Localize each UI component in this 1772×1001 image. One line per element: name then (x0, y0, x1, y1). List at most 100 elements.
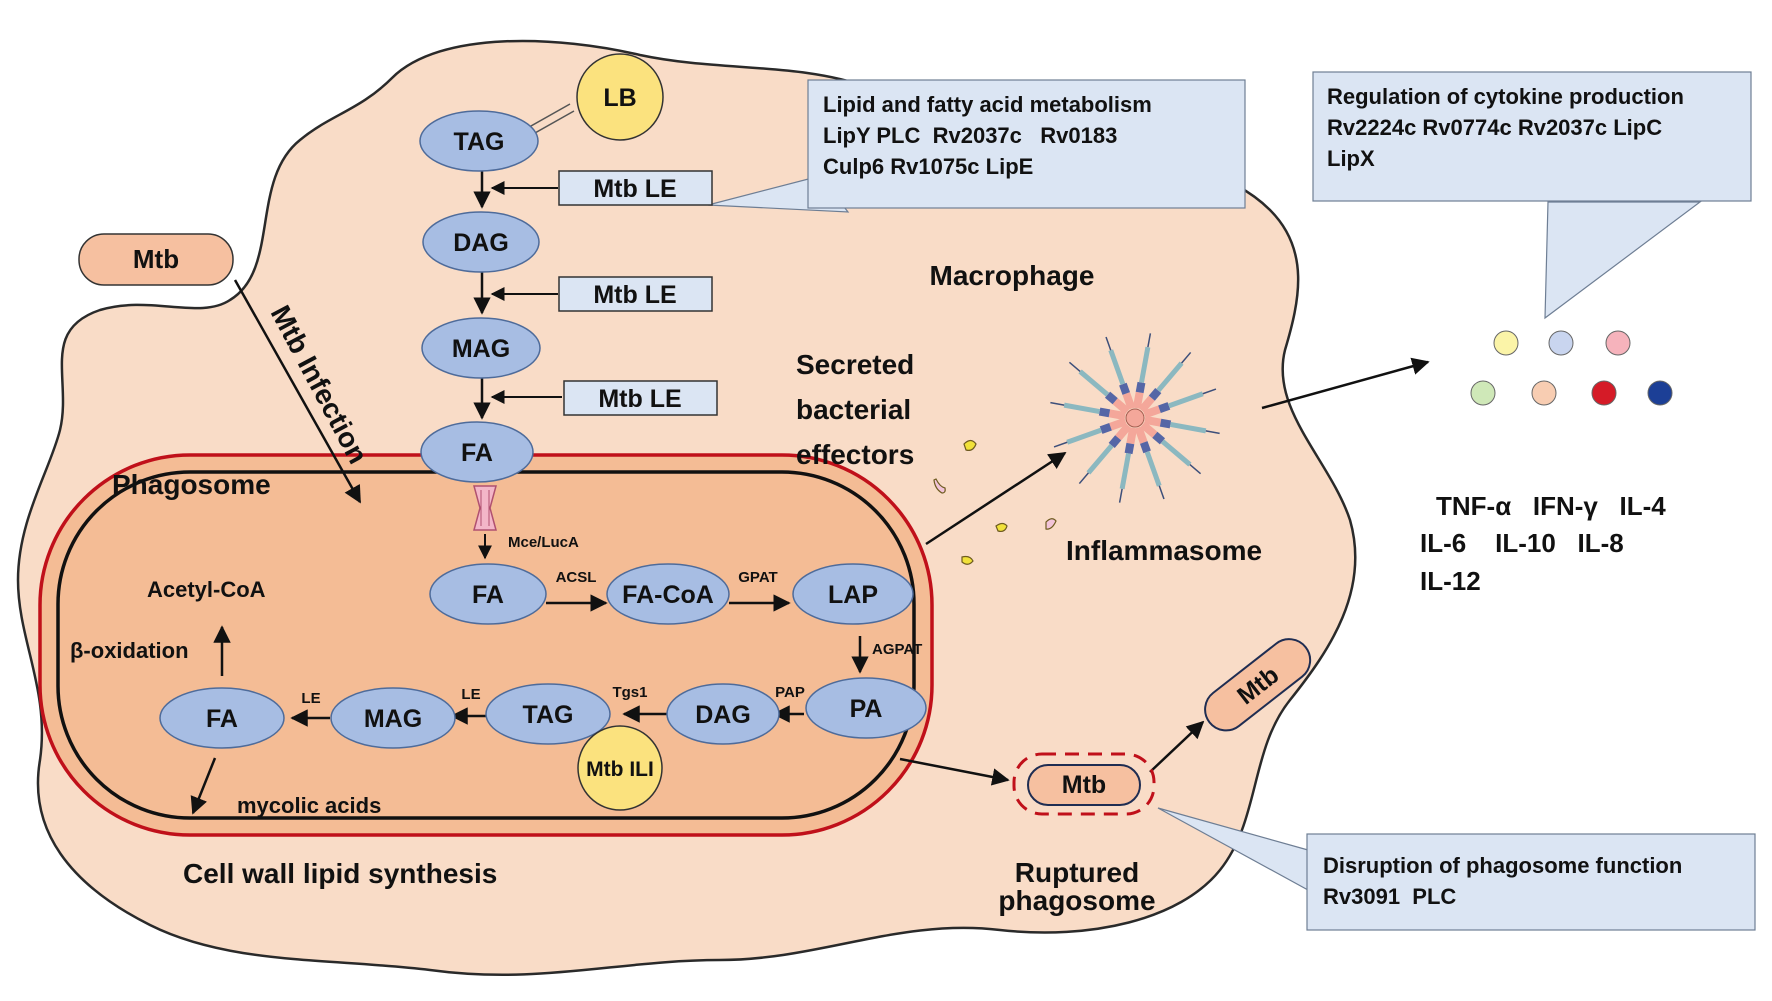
callout-phagosome-line-2: Rv3091 PLC (1323, 884, 1457, 909)
inflammasome-arm-segment (1118, 488, 1123, 503)
node-fa-left: FA (159, 687, 285, 749)
inflammasome-arm-segment (1078, 369, 1110, 397)
label-ruptured-1: Ruptured (1015, 857, 1139, 888)
svg-text:DAG: DAG (453, 229, 509, 257)
inflammasome-arm-segment (1138, 346, 1151, 384)
arrow-to-inflammasome (925, 451, 1067, 546)
svg-text:Mtb LE: Mtb LE (593, 281, 676, 309)
inflammasome-arm-segment (1139, 441, 1151, 454)
cytokine-dots (1470, 330, 1673, 406)
svg-text:Mtb LE: Mtb LE (598, 385, 681, 413)
svg-text:Mtb LE: Mtb LE (593, 175, 676, 203)
inflammasome-arm-segment (1119, 452, 1132, 490)
arrow-to-ruptured (899, 757, 1010, 786)
node-tag-top: TAG (419, 110, 539, 172)
cytokine-dot (1470, 380, 1496, 406)
node-lb: LB (576, 53, 664, 141)
svg-text:MAG: MAG (364, 705, 422, 733)
arrow-mtb-infection (233, 279, 362, 504)
inflammasome-arm-segment (1126, 427, 1138, 445)
label-le-a: LE (461, 686, 480, 703)
cytokine-line-2: IL-6 IL-10 IL-8 (1420, 528, 1624, 558)
inflammasome-arm-segment (1169, 421, 1207, 434)
node-fa-top: FA (420, 421, 534, 483)
svg-text:LAP: LAP (828, 581, 878, 609)
label-mce-luca: Mce/LucA (508, 534, 579, 551)
ruptured-phagosome-membrane (1012, 752, 1156, 816)
inflammasome-arm-segment (1168, 391, 1204, 409)
inflammasome-arm-segment (1205, 430, 1220, 435)
inflammasome-arm-segment (1158, 485, 1165, 500)
inflammasome-arm-segment (1132, 391, 1144, 409)
secreted-effectors-shapes (933, 439, 1057, 565)
node-dag-top: DAG (422, 211, 540, 273)
svg-text:Mtb: Mtb (1062, 771, 1106, 799)
cytokine-line-3: IL-12 (1420, 566, 1481, 596)
inflammasome-arm-segment (1156, 361, 1184, 393)
inflammasome-arm-segment (1160, 439, 1192, 467)
inflammasome-arm-segment (1152, 431, 1166, 445)
inflammasome-arm-segment (1189, 464, 1202, 475)
node-facoa: FA-CoA (606, 563, 730, 625)
label-macrophage: Macrophage (930, 260, 1095, 291)
node-lap: LAP (792, 563, 914, 625)
inflammasome-arm-segment (1078, 472, 1089, 485)
callout-lipid-box (807, 79, 1246, 209)
inflammasome-arm-segment (1135, 381, 1146, 394)
cytokine-dot (1591, 380, 1617, 406)
inflammasome-arm-segment (1158, 402, 1171, 414)
arrow-to-escaped (1149, 720, 1205, 773)
mtb-le-box-1: Mtb LE (558, 170, 713, 206)
callout-lipid-text: Lipid and fatty acid metabolism LipY PLC… (823, 89, 1152, 182)
callout-phagosome-line-1: Disruption of phagosome function (1323, 853, 1683, 878)
inflammasome-arm-segment (1112, 398, 1130, 415)
cytokine-dot (1531, 380, 1557, 406)
cytokine-line-1: TNF-α IFN-γ IL-4 (1436, 491, 1666, 521)
inflammasome-arm-segment (1105, 336, 1112, 351)
label-gpat: GPAT (738, 569, 777, 586)
inflammasome-arm-segment (1159, 418, 1172, 429)
node-tag-inner: TAG (485, 683, 611, 745)
inflammasome-arm-segment (1063, 402, 1101, 415)
inflammasome-arm-segment (1148, 387, 1162, 401)
label-cell-wall: Cell wall lipid synthesis (183, 858, 497, 889)
inflammasome-arm-segment (1124, 442, 1135, 455)
cytokine-dot (1647, 380, 1673, 406)
mtb-le-box-2: Mtb LE (558, 276, 713, 312)
node-fa-inner: FA (429, 563, 547, 625)
node-pa: PA (805, 677, 927, 739)
cytokine-dot (1548, 330, 1574, 356)
callout-lipid-line-2: LipY PLC Rv2037c Rv0183 (823, 123, 1118, 148)
cytokine-dot (1605, 330, 1631, 356)
inflammasome-core (1125, 408, 1145, 428)
arrow-fa-mycolic (190, 757, 217, 815)
inflammasome-arm-segment (1053, 441, 1068, 448)
label-secreted-2: bacterial (796, 394, 911, 425)
label-acetyl-coa: Acetyl-CoA (147, 577, 266, 602)
mtb-le-box-3: Mtb LE (563, 380, 718, 416)
svg-text:FA: FA (461, 439, 493, 467)
node-mtb-ili: Mtb ILI (577, 725, 663, 811)
inflammasome-arm-segment (1108, 349, 1126, 385)
node-mtb-ruptured: Mtb (1027, 764, 1141, 806)
label-secreted-1: Secreted (796, 349, 914, 380)
inflammasome-arm-segment (1050, 401, 1065, 406)
svg-text:TAG: TAG (454, 128, 505, 156)
inflammasome-arm-segment (1108, 435, 1122, 449)
svg-text:Mtb: Mtb (133, 244, 179, 274)
svg-text:LB: LB (603, 84, 636, 112)
inflammasome-arm-segment (1134, 426, 1148, 444)
inflammasome-arm-segment (1143, 405, 1161, 419)
inflammasome-arm-segment (1086, 443, 1114, 475)
mce-luca-transporter (473, 485, 497, 531)
svg-text:MAG: MAG (452, 335, 510, 363)
inflammasome-arm-segment (1066, 427, 1102, 445)
node-dag-inner: DAG (666, 683, 780, 745)
label-ruptured-2: phagosome (998, 885, 1155, 916)
callout-phagosome-box (1306, 833, 1756, 931)
inflammasome-arm-segment (1104, 391, 1118, 405)
inflammasome-arm-segment (1144, 415, 1162, 427)
inflammasome-arm-segment (1144, 451, 1162, 487)
